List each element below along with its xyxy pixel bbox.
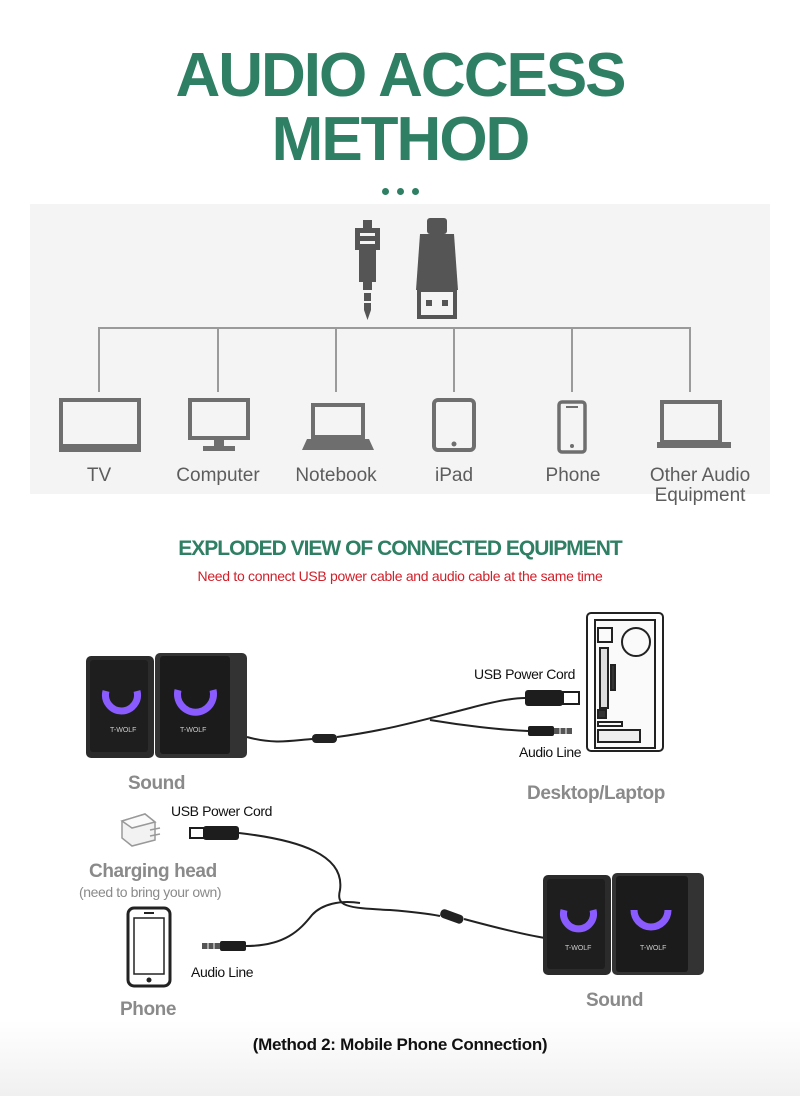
audio-plug-method1 xyxy=(528,726,572,736)
audio-jack-icon xyxy=(355,220,380,320)
laptop-icon-other xyxy=(657,400,731,448)
usb-power-cord-label-method1: USB Power Cord xyxy=(474,666,575,682)
connection-tree-lines xyxy=(98,327,691,392)
charging-head-note: (need to bring your own) xyxy=(79,884,222,900)
device-label-computer: Computer xyxy=(176,465,260,486)
audio-line-label-method2: Audio Line xyxy=(191,964,254,980)
device-label-phone: Phone xyxy=(545,465,601,486)
svg-text:T-WOLF: T-WOLF xyxy=(640,945,666,952)
svg-text:T-WOLF: T-WOLF xyxy=(110,727,136,734)
laptop-icon-notebook xyxy=(302,403,374,450)
title-dots-ornament xyxy=(0,182,800,200)
svg-text:T-WOLF: T-WOLF xyxy=(180,727,206,734)
device-tree-diagram xyxy=(59,218,731,454)
device-label-notebook: Notebook xyxy=(295,465,377,486)
phone-illustration-icon xyxy=(126,906,172,988)
sound-label-method2: Sound xyxy=(586,990,644,1011)
phone-label: Phone xyxy=(120,999,177,1020)
device-label-tv: TV xyxy=(86,465,112,486)
page-title-line-2: METHOD xyxy=(271,105,531,174)
sound-label-method1: Sound xyxy=(128,773,186,794)
tablet-icon xyxy=(432,398,476,452)
cable-method1 xyxy=(246,697,529,743)
charging-head-icon xyxy=(120,813,161,847)
device-panel xyxy=(30,204,770,494)
exploded-view-subtitle: Need to connect USB power cable and audi… xyxy=(197,568,603,584)
inline-volume-control-method1 xyxy=(312,734,337,743)
audio-plug-method2 xyxy=(202,941,246,951)
inline-volume-control-method2 xyxy=(440,909,464,924)
connection-illustration: T-WOLF T-WOLF xyxy=(86,612,704,988)
cable-method2 xyxy=(238,832,546,947)
usb-plug-method2 xyxy=(189,826,239,840)
usb-plug-method1 xyxy=(525,690,580,706)
device-label-other-audio: Other Audio Equipment xyxy=(649,465,751,506)
phone-icon xyxy=(557,400,587,454)
tv-icon xyxy=(59,398,141,452)
bottom-fade xyxy=(0,1020,800,1096)
usb-power-cord-label-method2: USB Power Cord xyxy=(171,803,272,819)
audio-line-label-method1: Audio Line xyxy=(519,744,582,760)
charging-head-label: Charging head xyxy=(89,861,217,882)
monitor-icon xyxy=(188,398,250,451)
usb-plug-icon xyxy=(416,218,458,319)
desktop-laptop-label: Desktop/Laptop xyxy=(527,783,665,804)
speaker-pair-method2: T-WOLF T-WOLF xyxy=(543,873,704,975)
svg-text:T-WOLF: T-WOLF xyxy=(565,945,591,952)
page-title-line-1: AUDIO ACCESS xyxy=(175,41,626,110)
method2-caption: (Method 2: Mobile Phone Connection) xyxy=(252,1035,548,1054)
device-label-ipad: iPad xyxy=(434,465,474,486)
speaker-pair-method1: T-WOLF T-WOLF xyxy=(86,653,247,758)
exploded-view-title: EXPLODED VIEW OF CONNECTED EQUIPMENT xyxy=(178,537,623,560)
desktop-tower-icon xyxy=(586,612,664,752)
